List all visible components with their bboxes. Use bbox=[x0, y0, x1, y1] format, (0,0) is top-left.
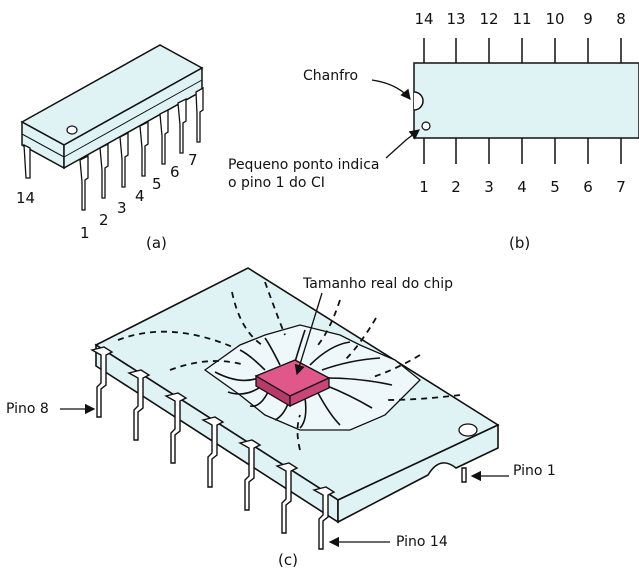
dip-c-pin-13 bbox=[275, 462, 299, 534]
caption-b: (b) bbox=[509, 234, 530, 252]
dip-a-label-1: 1 bbox=[80, 224, 90, 242]
dip-a-pin-3 bbox=[119, 131, 129, 188]
dip-b-bottom-label-2: 2 bbox=[451, 178, 461, 196]
dip-a-seam bbox=[21, 133, 65, 158]
pin1-label: Pino 1 bbox=[513, 463, 556, 479]
silicon-chip-side bbox=[289, 376, 330, 408]
dip-a-label-3: 3 bbox=[117, 199, 127, 217]
figure-a-dip-package: 14 1 2 3 4 5 6 7 (a) bbox=[16, 44, 204, 252]
dip-b-bottom-label-4: 4 bbox=[517, 178, 527, 196]
notch-arrow bbox=[371, 79, 411, 101]
dip-b-notch bbox=[413, 91, 424, 111]
pin14-label: Pino 14 bbox=[396, 534, 448, 550]
notch-label: Chanfro bbox=[303, 68, 358, 84]
dip-b-bottom-pins bbox=[423, 138, 622, 164]
dip-a-pin-1 bbox=[79, 154, 89, 211]
caption-c: (c) bbox=[278, 551, 298, 569]
pin8-label: Pino 8 bbox=[6, 401, 49, 417]
dip-c-pin-8 bbox=[90, 346, 114, 418]
dip-a-label-6: 6 bbox=[170, 163, 180, 181]
dip-c-end-face bbox=[337, 423, 499, 524]
dip-a-label-5: 5 bbox=[152, 175, 162, 193]
dip-b-bottom-label-7: 7 bbox=[616, 178, 626, 196]
dot-arrow bbox=[385, 129, 421, 159]
dip-b-top-label-13: 13 bbox=[446, 10, 465, 28]
dot-label-line1: Pequeno ponto indica bbox=[228, 157, 379, 173]
dip-b-top-label-9: 9 bbox=[583, 10, 593, 28]
figure-b-top-view: 14 13 12 11 10 9 8 1 2 3 4 5 6 7 Chanfro… bbox=[228, 10, 639, 252]
caption-a: (a) bbox=[146, 234, 167, 252]
dip-b-body bbox=[413, 62, 639, 139]
dip-a-label-2: 2 bbox=[99, 211, 109, 229]
chip-size-label: Tamanho real do chip bbox=[302, 276, 453, 292]
dip-c-pin-1 bbox=[461, 467, 467, 483]
dip-b-bottom-label-1: 1 bbox=[419, 178, 429, 196]
dip-b-top-label-11: 11 bbox=[512, 10, 531, 28]
dip-b-top-label-12: 12 bbox=[479, 10, 498, 28]
dot-label-line2: o pino 1 do CI bbox=[228, 175, 325, 191]
dip-c-pin-9 bbox=[127, 369, 151, 441]
dip-b-bottom-label-5: 5 bbox=[550, 178, 560, 196]
dip-c-pins bbox=[90, 346, 467, 550]
dip-a-label-7: 7 bbox=[188, 151, 198, 169]
chip-size-arrow bbox=[294, 292, 323, 376]
dip-a-label-4: 4 bbox=[135, 187, 145, 205]
dip-a-pin-5 bbox=[159, 108, 169, 165]
dip-b-top-label-10: 10 bbox=[545, 10, 564, 28]
dip-c-pin-12 bbox=[238, 439, 262, 511]
dip-a-pin-4 bbox=[139, 120, 149, 177]
dip-a-pin-7 bbox=[195, 86, 204, 143]
dip-b-bottom-label-6: 6 bbox=[583, 178, 593, 196]
dip-a-pin1-dot bbox=[66, 125, 78, 135]
dip-b-top-pins bbox=[423, 38, 622, 63]
dip-a-pin-2 bbox=[99, 142, 109, 199]
dip-c-pin1-dot bbox=[458, 423, 478, 437]
dip-b-bottom-label-3: 3 bbox=[484, 178, 494, 196]
dip-c-dashed-traces bbox=[117, 281, 461, 451]
dip-b-pin1-dot bbox=[421, 121, 431, 131]
dip-b-top-label-8: 8 bbox=[616, 10, 626, 28]
dip-c-pin-10 bbox=[164, 392, 188, 464]
dip-a-pin-14 bbox=[23, 143, 31, 179]
dip-a-pin-6 bbox=[177, 97, 187, 154]
dip-a-label-14: 14 bbox=[16, 189, 35, 207]
dip-a-pins bbox=[23, 86, 204, 211]
dip-c-pin-14 bbox=[312, 486, 336, 550]
dip-a-seam-side bbox=[63, 79, 203, 158]
dip-b-top-label-14: 14 bbox=[414, 10, 433, 28]
dip-c-pin-11 bbox=[201, 416, 225, 488]
figure-c-cutaway: Tamanho real do chip Pino 8 Pino 1 Pino … bbox=[6, 267, 556, 569]
